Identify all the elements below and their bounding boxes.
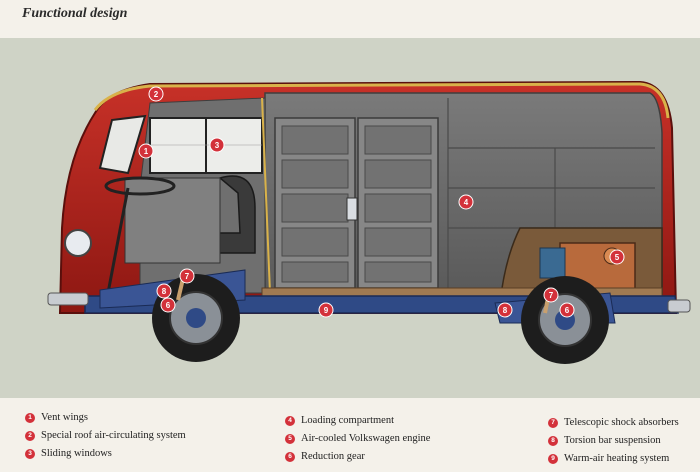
- cab-door-panel: [124, 177, 221, 264]
- legend-item: 9 Warm-air heating system: [548, 453, 669, 464]
- van-cutaway-diagram: 1 2 3 4 5 6 7 8 9 6 7 8: [47, 80, 691, 364]
- legend-number: 4: [285, 415, 295, 426]
- rear-wheel: [521, 276, 609, 364]
- legend-label: Air-cooled Volkswagen engine: [301, 433, 431, 444]
- svg-text:7: 7: [549, 291, 554, 300]
- legend-number: 7: [548, 417, 558, 428]
- svg-text:7: 7: [185, 272, 190, 281]
- svg-text:3: 3: [215, 141, 220, 150]
- legend-label: Reduction gear: [301, 451, 365, 462]
- legend-item: 5 Air-cooled Volkswagen engine: [285, 433, 430, 444]
- legend-item: 2 Special roof air-circulating system: [25, 430, 186, 441]
- svg-text:6: 6: [565, 306, 570, 315]
- legend-number: 1: [25, 412, 35, 423]
- front-bumper: [47, 292, 89, 306]
- callout-8-rear: 8: [497, 302, 513, 318]
- legend-item: 8 Torsion bar suspension: [548, 435, 661, 446]
- svg-text:8: 8: [162, 287, 167, 296]
- legend-number: 2: [25, 430, 35, 441]
- cab-partition: [261, 97, 271, 294]
- callout-8: 8: [156, 283, 172, 299]
- svg-text:6: 6: [166, 301, 171, 310]
- steering-wheel: [104, 176, 176, 196]
- legend-label: Special roof air-circulating system: [41, 430, 186, 441]
- svg-text:9: 9: [324, 306, 329, 315]
- callout-3: 3: [209, 137, 225, 153]
- legend-number: 5: [285, 433, 295, 444]
- roof-trim: [93, 82, 670, 119]
- callout-9: 9: [318, 302, 334, 318]
- callout-4: 4: [458, 194, 474, 210]
- windshield: [98, 114, 147, 175]
- legend-item: 6 Reduction gear: [285, 451, 365, 462]
- legend-item: 4 Loading compartment: [285, 415, 394, 426]
- svg-text:1: 1: [144, 147, 149, 156]
- svg-text:4: 4: [464, 198, 469, 207]
- rear-bumper: [667, 299, 691, 313]
- legend-number: 6: [285, 451, 295, 462]
- callout-6: 6: [160, 297, 176, 313]
- steering-column: [106, 187, 130, 294]
- legend-label: Warm-air heating system: [564, 453, 670, 464]
- page-title: Functional design: [22, 6, 128, 21]
- callout-7: 7: [179, 268, 195, 284]
- svg-text:5: 5: [615, 253, 620, 262]
- cargo-door-panels: [281, 125, 432, 283]
- legend-item: 1 Vent wings: [25, 412, 88, 423]
- callout-1: 1: [138, 143, 154, 159]
- legend-label: Torsion bar suspension: [564, 435, 661, 446]
- front-wheel: [152, 274, 240, 362]
- legend-number: 9: [548, 453, 558, 464]
- svg-text:2: 2: [154, 90, 159, 99]
- door-handle: [346, 197, 358, 221]
- rear-wall-ribs: [447, 98, 655, 293]
- legend-number: 3: [25, 448, 35, 459]
- legend: 1 Vent wings 2 Special roof air-circulat…: [0, 410, 700, 472]
- legend-item: 3 Sliding windows: [25, 448, 112, 459]
- legend-item: 7 Telescopic shock absorbers: [548, 417, 679, 428]
- headlight: [64, 229, 92, 257]
- callout-2: 2: [148, 86, 164, 102]
- callout-5: 5: [609, 249, 625, 265]
- callout-7-rear: 7: [543, 287, 559, 303]
- legend-label: Telescopic shock absorbers: [564, 417, 679, 428]
- legend-label: Loading compartment: [301, 415, 395, 426]
- legend-label: Sliding windows: [41, 448, 112, 459]
- svg-text:8: 8: [503, 306, 508, 315]
- legend-number: 8: [548, 435, 558, 446]
- legend-label: Vent wings: [41, 412, 88, 423]
- callout-6-rear: 6: [559, 302, 575, 318]
